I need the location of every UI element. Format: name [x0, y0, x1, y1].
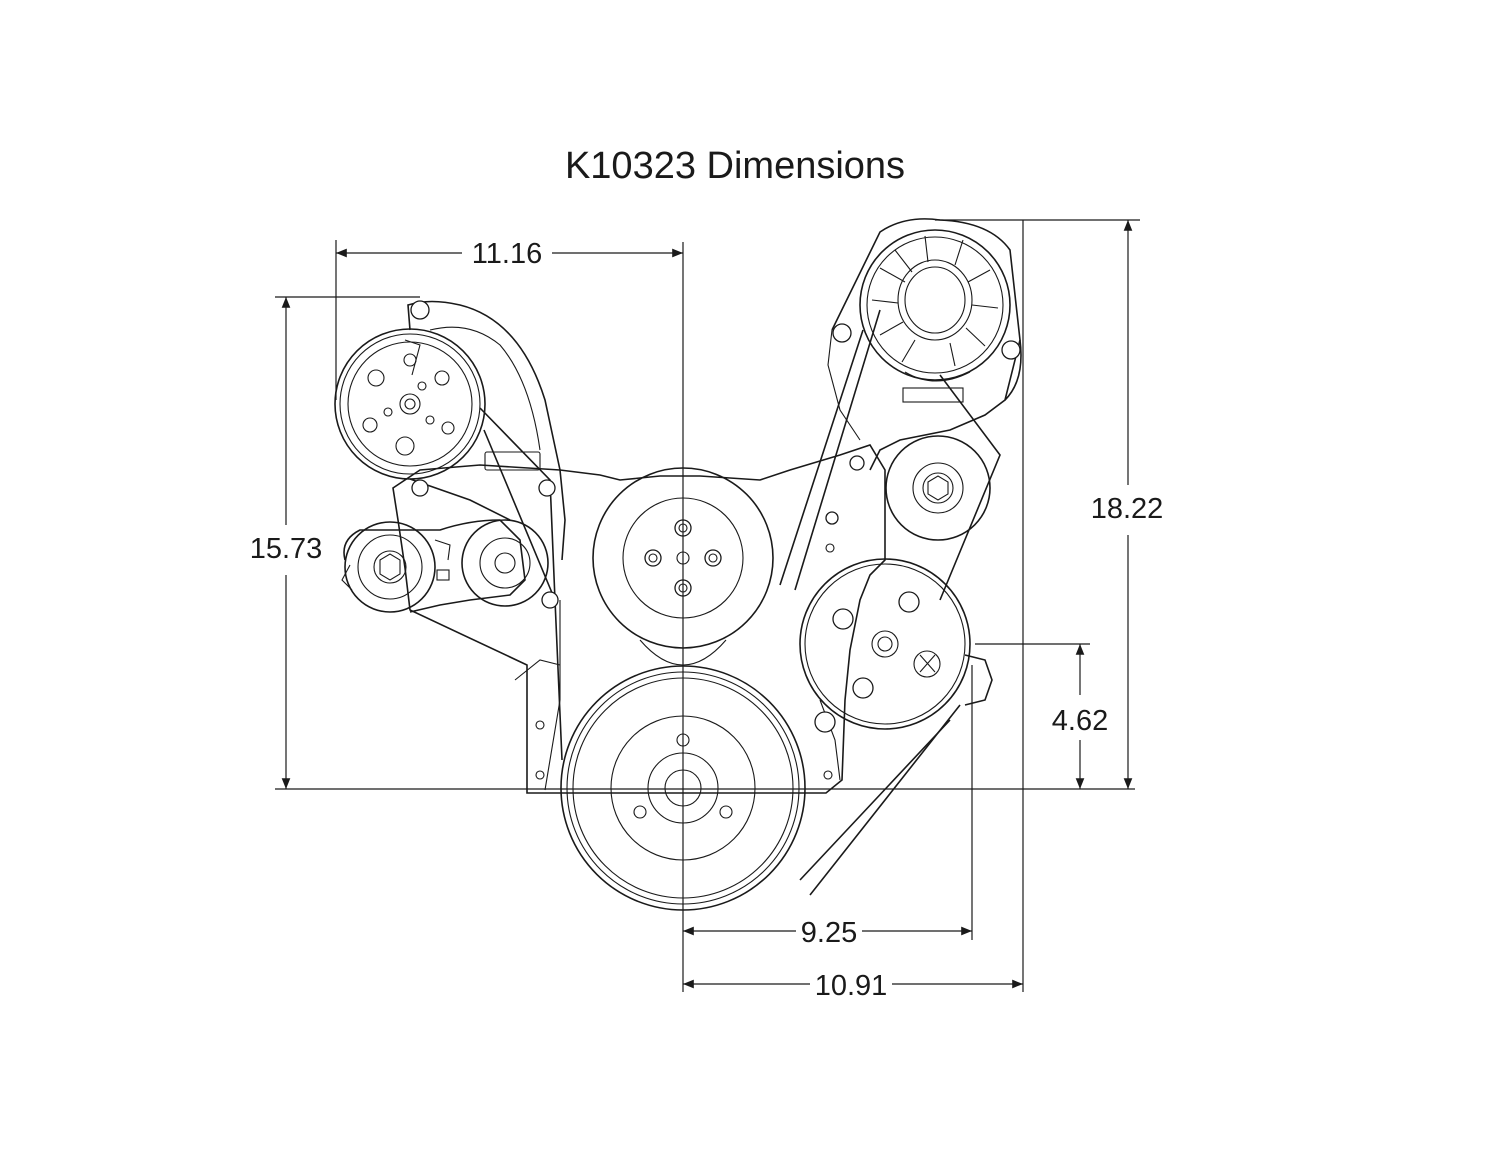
drawing-title: K10323 Dimensions: [565, 145, 905, 187]
dim-bottom-width-1: 9.25: [801, 917, 857, 949]
alternator: [859, 229, 1011, 382]
bracket-bolts: [410, 300, 1021, 780]
compressor-pulley: [334, 328, 486, 480]
dim-top-width: 11.16: [472, 238, 542, 270]
dim-bottom-width-2: 10.91: [815, 970, 888, 1002]
dim-pulley-height: 4.62: [1052, 705, 1108, 737]
tensioner-assembly: [341, 519, 549, 613]
dim-left-height: 15.73: [250, 533, 323, 565]
bracket-outline: [392, 218, 1022, 794]
power-steering-pulley: [799, 558, 993, 730]
dimension-labels: 11.16 15.73 18.22 4.62 9.25 10.91: [240, 235, 1173, 1002]
dim-right-height: 18.22: [1091, 493, 1164, 525]
idler-pulley: [885, 435, 991, 541]
dimension-lines: [275, 219, 1140, 992]
